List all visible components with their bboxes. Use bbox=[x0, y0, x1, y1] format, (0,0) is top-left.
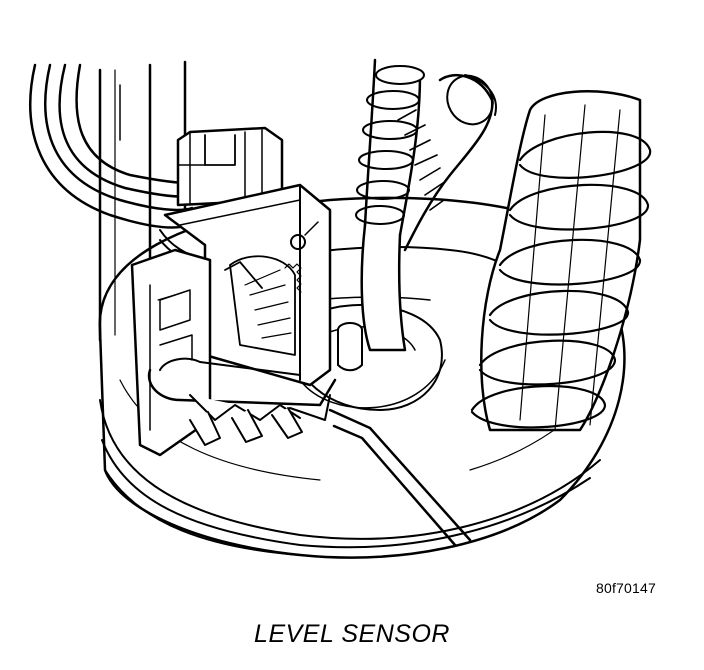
fuel-filter-sock bbox=[470, 90, 652, 432]
electrical-connector bbox=[176, 126, 284, 207]
center-standpipe bbox=[337, 322, 363, 372]
figure-caption: LEVEL SENSOR bbox=[254, 620, 450, 648]
corrugated-hose bbox=[355, 58, 497, 352]
float-arm bbox=[328, 408, 472, 547]
retainer-clip bbox=[147, 357, 337, 446]
figure-id: 80f70147 bbox=[596, 580, 656, 596]
